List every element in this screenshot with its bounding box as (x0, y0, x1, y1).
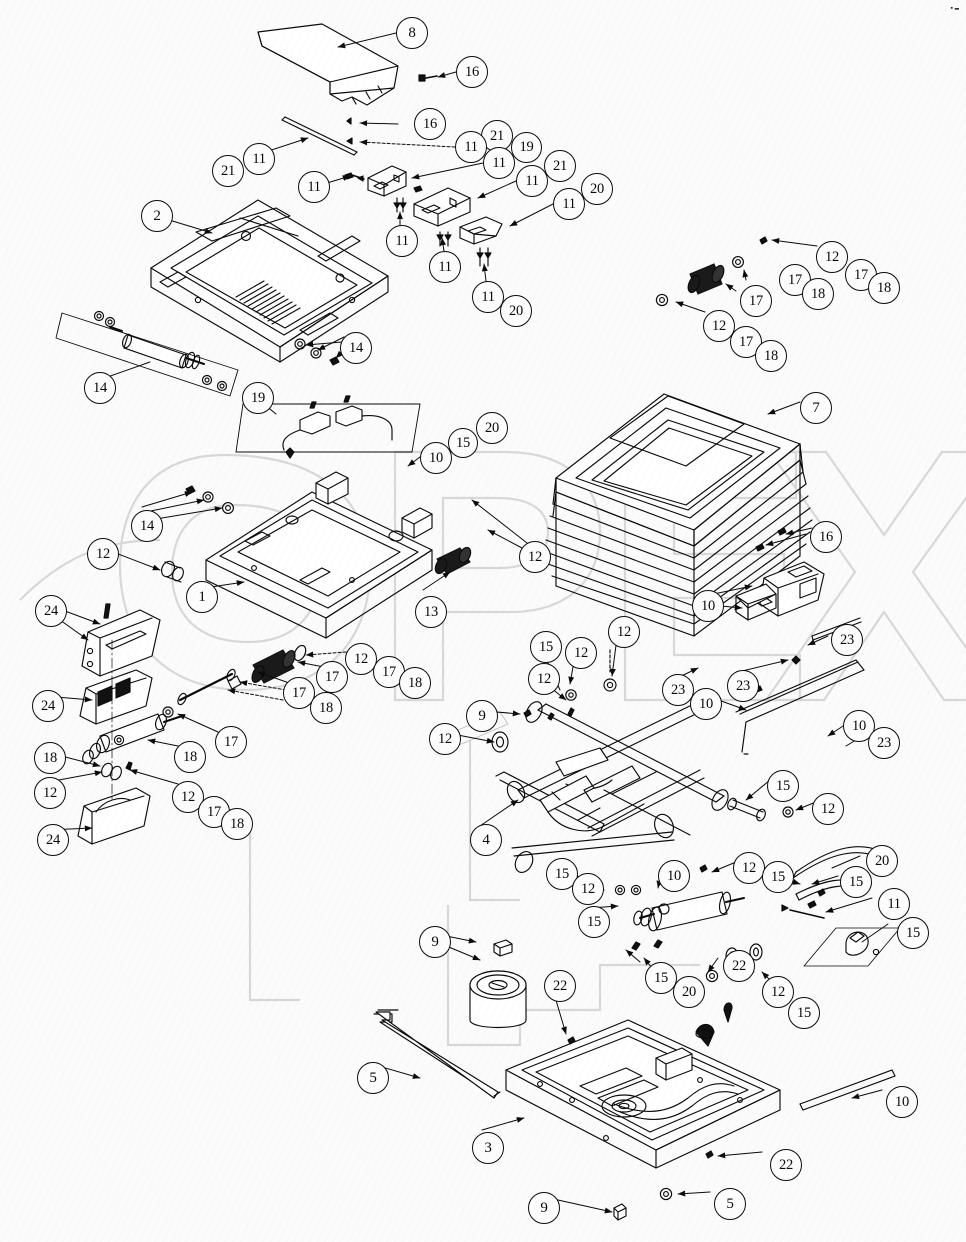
callout-balloon-12[interactable]: 12 (762, 976, 794, 1008)
callout-balloon-17[interactable]: 17 (740, 285, 772, 317)
callout-balloon-12[interactable]: 12 (528, 663, 560, 695)
callout-balloon-11[interactable]: 11 (553, 188, 585, 220)
callout-balloon-19[interactable]: 19 (242, 382, 274, 414)
callout-balloon-15[interactable]: 15 (840, 866, 872, 898)
callout-balloon-24[interactable]: 24 (35, 595, 67, 627)
callout-balloon-11[interactable]: 11 (516, 165, 548, 197)
callout-balloon-9[interactable]: 9 (466, 700, 498, 732)
corner-page-mark: ▪▬ (949, 5, 960, 13)
callout-balloon-8[interactable]: 8 (396, 17, 428, 49)
callout-balloon-4[interactable]: 4 (470, 824, 502, 856)
callout-balloon-17[interactable]: 17 (215, 726, 247, 758)
callout-balloon-9[interactable]: 9 (528, 1192, 560, 1224)
callout-balloon-12[interactable]: 12 (87, 538, 119, 570)
callout-balloon-11[interactable]: 11 (298, 171, 330, 203)
callout-balloon-12[interactable]: 12 (572, 873, 604, 905)
callout-balloon-11[interactable]: 11 (483, 147, 515, 179)
callout-balloon-18[interactable]: 18 (868, 272, 900, 304)
callout-balloon-22[interactable]: 22 (544, 970, 576, 1002)
callout-balloon-18[interactable]: 18 (802, 278, 834, 310)
callout-balloon-12[interactable]: 12 (34, 777, 66, 809)
callout-balloon-20[interactable]: 20 (476, 412, 508, 444)
callout-balloon-12[interactable]: 12 (608, 616, 640, 648)
callout-balloon-23[interactable]: 23 (831, 624, 863, 656)
callout-balloon-10[interactable]: 10 (420, 442, 452, 474)
callout-balloon-18[interactable]: 18 (174, 741, 206, 773)
callout-balloon-24[interactable]: 24 (32, 690, 64, 722)
callout-balloon-5[interactable]: 5 (714, 1188, 746, 1220)
callout-balloon-21[interactable]: 21 (212, 155, 244, 187)
callout-balloon-11[interactable]: 11 (386, 225, 418, 257)
callout-balloon-11[interactable]: 11 (455, 131, 487, 163)
callout-balloon-7[interactable]: 7 (800, 392, 832, 424)
callout-balloon-20[interactable]: 20 (673, 976, 705, 1008)
callout-balloon-15[interactable]: 15 (762, 861, 794, 893)
callout-balloon-18[interactable]: 18 (221, 808, 253, 840)
callout-balloon-20[interactable]: 20 (500, 295, 532, 327)
callout-balloon-14[interactable]: 14 (340, 332, 372, 364)
callout-balloon-15[interactable]: 15 (788, 997, 820, 1029)
callout-balloon-11[interactable]: 11 (472, 281, 504, 313)
callout-balloon-12[interactable]: 12 (733, 852, 765, 884)
callout-balloon-19[interactable]: 19 (511, 132, 542, 163)
callout-balloon-10[interactable]: 10 (692, 590, 724, 622)
callout-balloon-13[interactable]: 13 (415, 596, 447, 628)
callout-balloon-11[interactable]: 11 (429, 251, 461, 283)
callout-balloon-15[interactable]: 15 (530, 631, 562, 663)
callout-balloon-16[interactable]: 16 (810, 521, 842, 553)
callout-balloon-12[interactable]: 12 (812, 793, 844, 825)
callout-balloon-12[interactable]: 12 (519, 541, 551, 573)
callout-balloon-18[interactable]: 18 (755, 340, 787, 372)
callout-balloon-2[interactable]: 2 (141, 200, 173, 232)
callout-balloon-23[interactable]: 23 (868, 727, 900, 759)
callout-balloon-12[interactable]: 12 (429, 723, 461, 755)
callout-balloon-20[interactable]: 20 (581, 173, 613, 205)
callout-balloon-18[interactable]: 18 (399, 667, 431, 699)
callout-balloon-18[interactable]: 18 (310, 692, 342, 724)
callout-balloon-17[interactable]: 17 (316, 661, 348, 693)
callout-balloon-20[interactable]: 20 (866, 845, 898, 877)
callout-balloon-15[interactable]: 15 (897, 917, 929, 949)
callout-balloon-18[interactable]: 18 (34, 742, 66, 774)
callout-balloon-3[interactable]: 3 (472, 1132, 504, 1164)
callout-balloon-9[interactable]: 9 (419, 926, 451, 958)
callout-balloon-11[interactable]: 11 (243, 143, 275, 175)
callout-balloon-14[interactable]: 14 (131, 510, 163, 542)
callout-balloon-24[interactable]: 24 (37, 824, 69, 856)
callout-balloon-15[interactable]: 15 (448, 428, 478, 458)
callout-balloon-10[interactable]: 10 (886, 1086, 918, 1118)
callout-balloon-15[interactable]: 15 (767, 770, 799, 802)
callout-balloon-16[interactable]: 16 (456, 56, 488, 88)
callout-balloon-1[interactable]: 1 (186, 581, 218, 613)
callout-balloon-17[interactable]: 17 (845, 259, 877, 291)
callout-balloon-15[interactable]: 15 (578, 906, 610, 938)
callout-balloon-12[interactable]: 12 (565, 637, 597, 669)
callout-balloon-11[interactable]: 11 (878, 888, 910, 920)
callout-balloon-22[interactable]: 22 (770, 1149, 802, 1181)
callout-balloon-16[interactable]: 16 (414, 108, 446, 140)
callout-balloon-14[interactable]: 14 (84, 372, 116, 404)
callout-balloon-21[interactable]: 21 (544, 150, 576, 182)
callout-balloon-23[interactable]: 23 (727, 670, 759, 702)
callout-balloon-12[interactable]: 12 (816, 241, 848, 273)
callout-balloon-12[interactable]: 12 (703, 310, 735, 342)
callout-balloon-5[interactable]: 5 (357, 1062, 389, 1094)
callout-balloon-22[interactable]: 22 (723, 950, 755, 982)
callout-balloon-10[interactable]: 10 (658, 860, 690, 892)
callout-balloon-10[interactable]: 10 (690, 688, 722, 720)
